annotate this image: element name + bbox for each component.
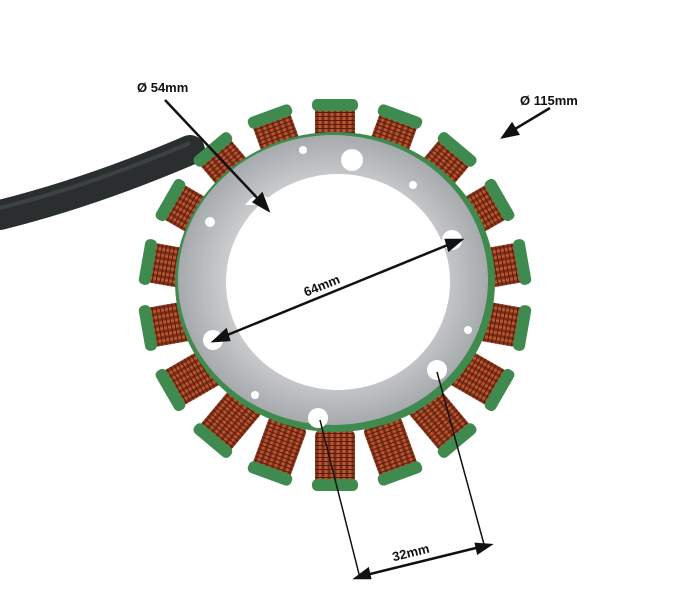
coil	[364, 416, 423, 486]
outer-diameter-label: Ø 115mm	[520, 93, 578, 108]
cable	[0, 135, 205, 230]
inner-diameter-label: Ø 54mm	[137, 80, 189, 95]
coil	[312, 430, 358, 491]
steel-plate	[175, 132, 495, 432]
dimension-lines	[164, 99, 551, 580]
coil	[247, 416, 306, 486]
